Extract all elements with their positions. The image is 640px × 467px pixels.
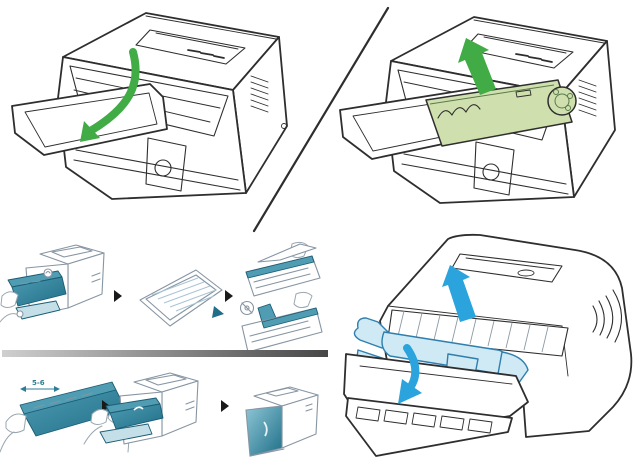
cartridge-hatching — [397, 310, 549, 353]
side-vents — [578, 79, 597, 117]
side-vent-arcs — [592, 289, 623, 343]
next-step-arrow-icon — [221, 400, 229, 412]
green-up-arrow — [458, 38, 496, 95]
divider-bar — [2, 350, 328, 357]
step-remove-protective-sheet — [139, 269, 224, 327]
center-stand — [145, 137, 187, 192]
blue-curved-down-arrow — [398, 344, 422, 404]
toner-cartridge-green — [425, 79, 577, 147]
printer-illustration — [11, 12, 288, 200]
green-curved-down-arrow — [80, 48, 140, 142]
panel-open-front-cover — [11, 12, 288, 200]
center-stand — [473, 141, 515, 196]
panel-quick-steps: 5-6 — [0, 241, 328, 457]
top-output-recess — [135, 29, 246, 65]
top-recess — [451, 253, 563, 283]
side-vents — [250, 75, 269, 113]
output-bin-front — [345, 397, 513, 457]
step-pull-cartridge-out — [0, 244, 105, 323]
step-peel-sealing-tape — [239, 241, 323, 353]
step-close-front-cover — [245, 386, 319, 457]
printer-illustration — [343, 233, 633, 457]
panel-lift-cartridge-out — [339, 16, 616, 204]
next-step-arrow-icon — [225, 290, 233, 302]
bin-slots — [355, 406, 493, 434]
panel-remove-cartridge-hp — [343, 233, 633, 457]
blue-up-arrow — [442, 265, 476, 322]
shake-times-label: 5-6 — [32, 379, 45, 387]
diagonal-separator — [252, 6, 390, 233]
cartridge-dark-band — [387, 309, 569, 357]
shake-annotation: 5-6 — [20, 379, 60, 392]
next-step-arrow-icon — [114, 290, 122, 302]
do-not-touch-icon — [239, 300, 255, 316]
step-insert-cartridge — [83, 372, 199, 445]
